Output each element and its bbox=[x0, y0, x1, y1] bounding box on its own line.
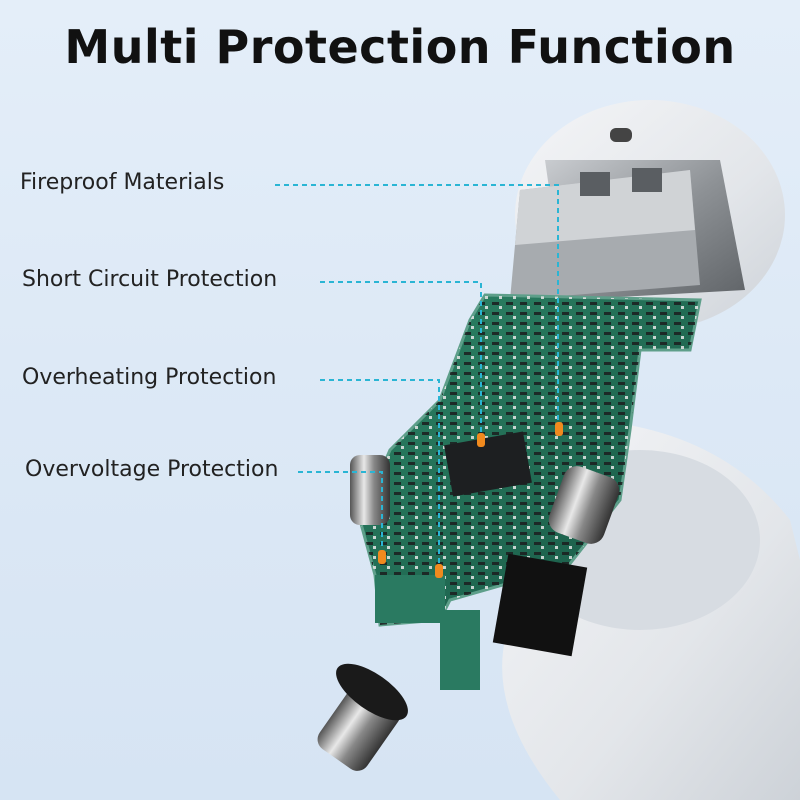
overheating-callout-line bbox=[320, 379, 440, 564]
overheating-protection-label: Overheating Protection bbox=[22, 365, 277, 390]
connector bbox=[440, 553, 588, 690]
fireproof-indicator bbox=[555, 422, 563, 436]
fireproof-callout-line bbox=[275, 184, 559, 422]
short-circuit-indicator bbox=[477, 433, 485, 447]
page-title: Multi Protection Function bbox=[64, 20, 736, 74]
spring-contact-icon bbox=[317, 455, 620, 771]
callout-lines bbox=[275, 184, 559, 564]
overheating-indicator bbox=[435, 564, 443, 578]
overvoltage-callout-line bbox=[298, 471, 383, 550]
circuit-board-icon bbox=[358, 293, 702, 627]
short-circuit-callout-line bbox=[320, 281, 482, 433]
protection-indicators bbox=[378, 422, 563, 578]
overvoltage-protection-label: Overvoltage Protection bbox=[25, 457, 279, 482]
chip-icon bbox=[444, 431, 532, 497]
fireproof-materials-label: Fireproof Materials bbox=[20, 170, 225, 195]
short-circuit-protection-label: Short Circuit Protection bbox=[22, 267, 278, 292]
overvoltage-indicator bbox=[378, 550, 386, 564]
